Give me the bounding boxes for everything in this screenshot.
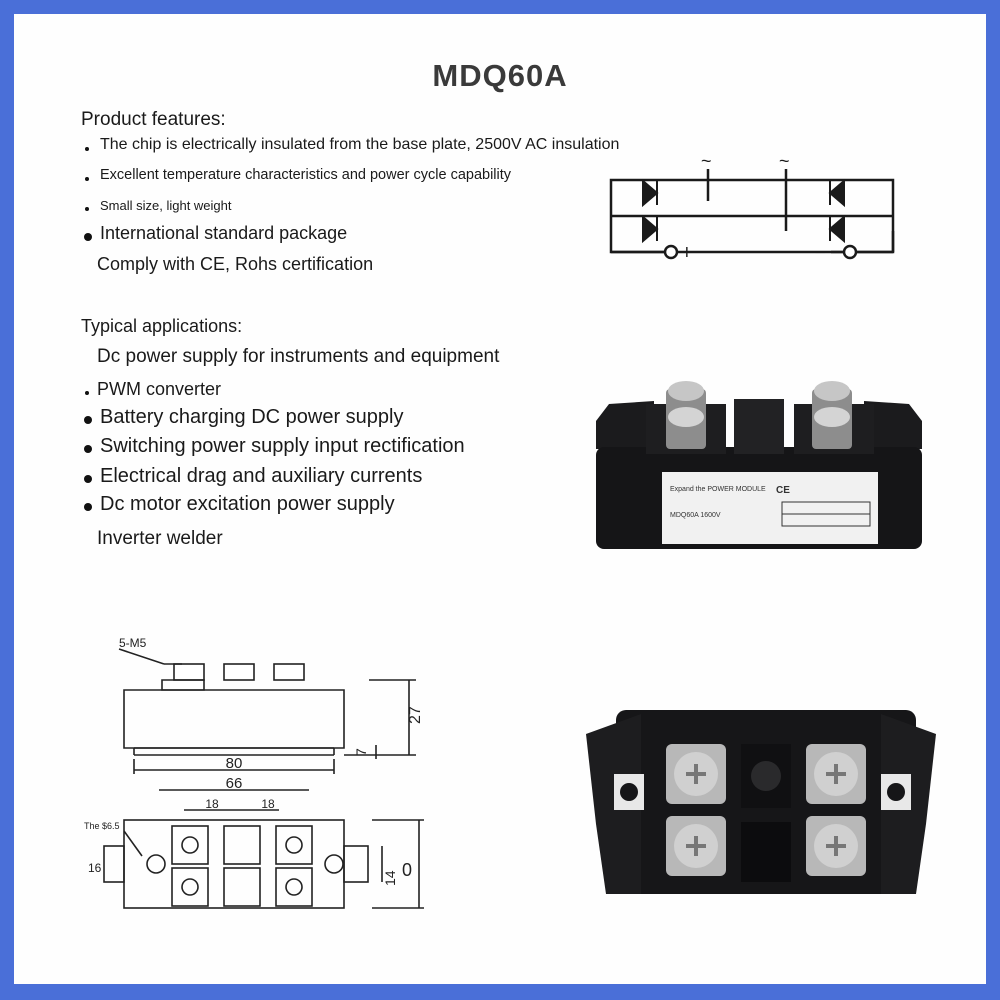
- screw-terminal-icon: [666, 744, 726, 804]
- module-photo-top: [586, 710, 936, 894]
- label-brand: Expand the POWER MODULE: [670, 486, 766, 493]
- screw-terminal-icon: [806, 744, 866, 804]
- dim-length: 80: [226, 755, 243, 772]
- feature-item: The chip is electrically insulated from …: [100, 136, 620, 153]
- page-title: MDQ60A: [432, 58, 568, 93]
- content-panel: MDQ60A Product features: The chip is ele…: [14, 14, 986, 984]
- hole-spec-note: The $6.5: [84, 821, 120, 831]
- application-item: Electrical drag and auxiliary currents: [100, 465, 423, 487]
- dim-width: 0: [402, 860, 412, 880]
- dim-gap: 18: [205, 797, 219, 811]
- bullet-icon: [85, 207, 89, 211]
- screw-spec-note: 5-M5: [119, 636, 147, 650]
- application-item: Battery charging DC power supply: [100, 406, 404, 428]
- screw-terminal-icon: [666, 381, 706, 449]
- dim-side: 16: [88, 861, 102, 875]
- dim-pitch: 66: [226, 775, 243, 792]
- label-model: MDQ60A 1600V: [670, 512, 721, 519]
- ac-input-label: ~: [701, 151, 712, 171]
- feature-item: International standard package: [100, 223, 348, 243]
- application-item: Dc power supply for instruments and equi…: [97, 346, 500, 367]
- dim-base: 7: [353, 748, 369, 756]
- dimension-drawing: 5-M5 The $6.5 27 7 80 66 18 18 16 14 0: [84, 636, 424, 909]
- feature-item: Comply with CE, Rohs certification: [97, 254, 374, 274]
- bullet-icon: [85, 147, 89, 151]
- bullet-icon: [84, 416, 92, 424]
- bullet-icon: [84, 445, 92, 453]
- feature-item: Small size, light weight: [100, 198, 232, 213]
- features-heading: Product features:: [81, 109, 226, 130]
- screw-terminal-icon: [806, 816, 866, 876]
- bullet-icon: [85, 391, 89, 395]
- module-photo-side: Expand the POWER MODULE CE MDQ60A 1600V: [596, 381, 922, 549]
- bullet-icon: [84, 233, 92, 241]
- dim-gap: 18: [261, 797, 275, 811]
- dc-plus-label: +: [681, 242, 693, 264]
- bullet-icon: [84, 503, 92, 511]
- screw-terminal-icon: [666, 816, 726, 876]
- feature-item: Excellent temperature characteristics an…: [100, 167, 512, 183]
- application-item: PWM converter: [97, 379, 222, 399]
- screw-terminal-icon: [812, 381, 852, 449]
- bullet-icon: [85, 177, 89, 181]
- ac-input-label: ~: [779, 151, 790, 171]
- applications-heading: Typical applications:: [81, 316, 243, 336]
- bridge-rectifier-schematic: ~ ~ + −: [609, 151, 895, 264]
- dc-minus-label: −: [814, 242, 826, 264]
- dim-height: 27: [407, 706, 424, 724]
- application-item: Switching power supply input rectificati…: [100, 435, 465, 457]
- label-ce-mark: CE: [776, 485, 790, 496]
- dim-width: 14: [382, 870, 398, 886]
- application-item: Inverter welder: [97, 528, 223, 549]
- application-item: Dc motor excitation power supply: [100, 493, 395, 515]
- label-schematic-icon: [781, 501, 871, 527]
- product-label: [662, 472, 878, 544]
- bullet-icon: [84, 475, 92, 483]
